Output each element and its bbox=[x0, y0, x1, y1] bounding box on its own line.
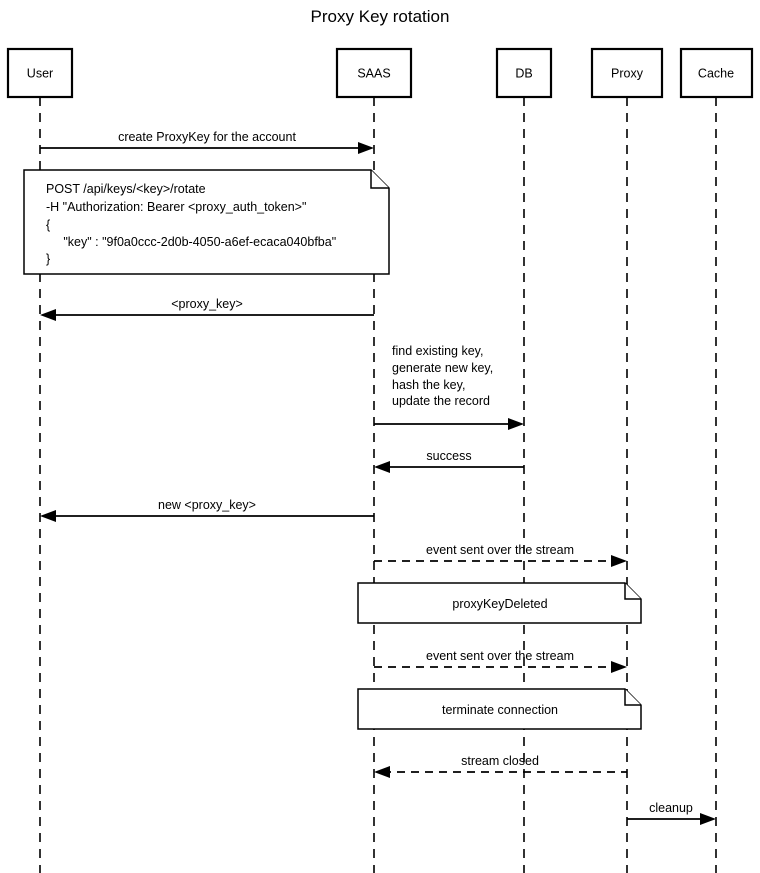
arrowhead-left-new-proxy-key bbox=[40, 510, 56, 522]
participant-user[interactable]: User bbox=[6, 47, 74, 99]
note-fold-terminate-connection bbox=[624, 689, 641, 706]
message-label-success: success bbox=[426, 449, 471, 463]
message-saas-to-db[interactable] bbox=[374, 418, 524, 430]
participant-box-saas[interactable] bbox=[335, 47, 413, 99]
participant-box-cache[interactable] bbox=[679, 47, 754, 99]
participants-group: User SAAS DB Proxy Cache bbox=[6, 47, 754, 99]
participant-saas[interactable]: SAAS bbox=[335, 47, 413, 99]
message-create-proxykey[interactable]: create ProxyKey for the account bbox=[40, 130, 374, 154]
message-proxy-key-response[interactable]: <proxy_key> bbox=[40, 297, 374, 321]
participant-label-db: DB bbox=[515, 66, 532, 80]
note-label-proxy-key-deleted: proxyKeyDeleted bbox=[452, 597, 547, 611]
participant-box-proxy[interactable] bbox=[590, 47, 664, 99]
note-terminate-connection: terminate connection bbox=[357, 688, 642, 730]
arrowhead-right-event-stream-1 bbox=[611, 555, 627, 567]
message-event-stream-1[interactable]: event sent over the stream bbox=[374, 543, 627, 567]
participant-box-db[interactable] bbox=[495, 47, 553, 99]
note-body-terminate-connection bbox=[357, 688, 642, 730]
note-line-request-3: { bbox=[46, 218, 50, 232]
arrowhead-left-success bbox=[374, 461, 390, 473]
arrowhead-right-event-stream-2 bbox=[611, 661, 627, 673]
note-request-details: POST /api/keys/<key>/rotate -H "Authoriz… bbox=[23, 169, 390, 275]
message-label-event-stream-2: event sent over the stream bbox=[426, 649, 574, 663]
message-label-cleanup: cleanup bbox=[649, 801, 693, 815]
message-cleanup[interactable]: cleanup bbox=[627, 801, 716, 825]
arrowhead-left-proxy-key-response bbox=[40, 309, 56, 321]
note-fold-proxy-key-deleted bbox=[624, 583, 641, 600]
activity-line-1: find existing key, bbox=[392, 344, 483, 358]
note-body-proxy-key-deleted bbox=[357, 582, 642, 624]
participant-cache[interactable]: Cache bbox=[679, 47, 754, 99]
activity-line-2: generate new key, bbox=[392, 361, 493, 375]
arrowhead-right-cleanup bbox=[700, 813, 716, 825]
message-stream-closed[interactable]: stream closed bbox=[374, 754, 627, 778]
message-success[interactable]: success bbox=[374, 449, 524, 473]
participant-db[interactable]: DB bbox=[495, 47, 553, 99]
participant-label-cache: Cache bbox=[698, 66, 734, 80]
participant-box-user[interactable] bbox=[6, 47, 74, 99]
messages-group: create ProxyKey for the account <proxy_k… bbox=[40, 130, 716, 825]
note-proxy-key-deleted: proxyKeyDeleted bbox=[357, 582, 642, 624]
participant-proxy[interactable]: Proxy bbox=[590, 47, 664, 99]
note-line-request-1: POST /api/keys/<key>/rotate bbox=[46, 182, 206, 196]
note-label-terminate-connection: terminate connection bbox=[442, 703, 558, 717]
participant-label-proxy: Proxy bbox=[611, 66, 644, 80]
activity-line-4: update the record bbox=[392, 394, 490, 408]
note-line-request-2: -H "Authorization: Bearer <proxy_auth_to… bbox=[46, 200, 306, 214]
message-label-proxy-key-response: <proxy_key> bbox=[171, 297, 243, 311]
message-label-new-proxy-key: new <proxy_key> bbox=[158, 498, 256, 512]
arrowhead-right-create-proxykey bbox=[358, 142, 374, 154]
message-new-proxy-key[interactable]: new <proxy_key> bbox=[40, 498, 374, 522]
participant-label-user: User bbox=[27, 66, 53, 80]
note-fold-request-details bbox=[370, 170, 389, 189]
note-body-request-details bbox=[23, 169, 390, 275]
note-line-request-5: } bbox=[46, 252, 50, 266]
activity-line-3: hash the key, bbox=[392, 378, 465, 392]
message-label-create-proxykey: create ProxyKey for the account bbox=[118, 130, 296, 144]
page-title: Proxy Key rotation bbox=[311, 7, 450, 26]
message-label-stream-closed: stream closed bbox=[461, 754, 539, 768]
participant-label-saas: SAAS bbox=[357, 66, 390, 80]
arrowhead-left-stream-closed bbox=[374, 766, 390, 778]
message-label-event-stream-1: event sent over the stream bbox=[426, 543, 574, 557]
note-line-request-4: "key" : "9f0a0ccc-2d0b-4050-a6ef-ecaca04… bbox=[46, 235, 336, 249]
arrowhead-right-saas-to-db bbox=[508, 418, 524, 430]
message-event-stream-2[interactable]: event sent over the stream bbox=[374, 649, 627, 673]
activity-note-saas-processing: find existing key, generate new key, has… bbox=[392, 344, 493, 408]
